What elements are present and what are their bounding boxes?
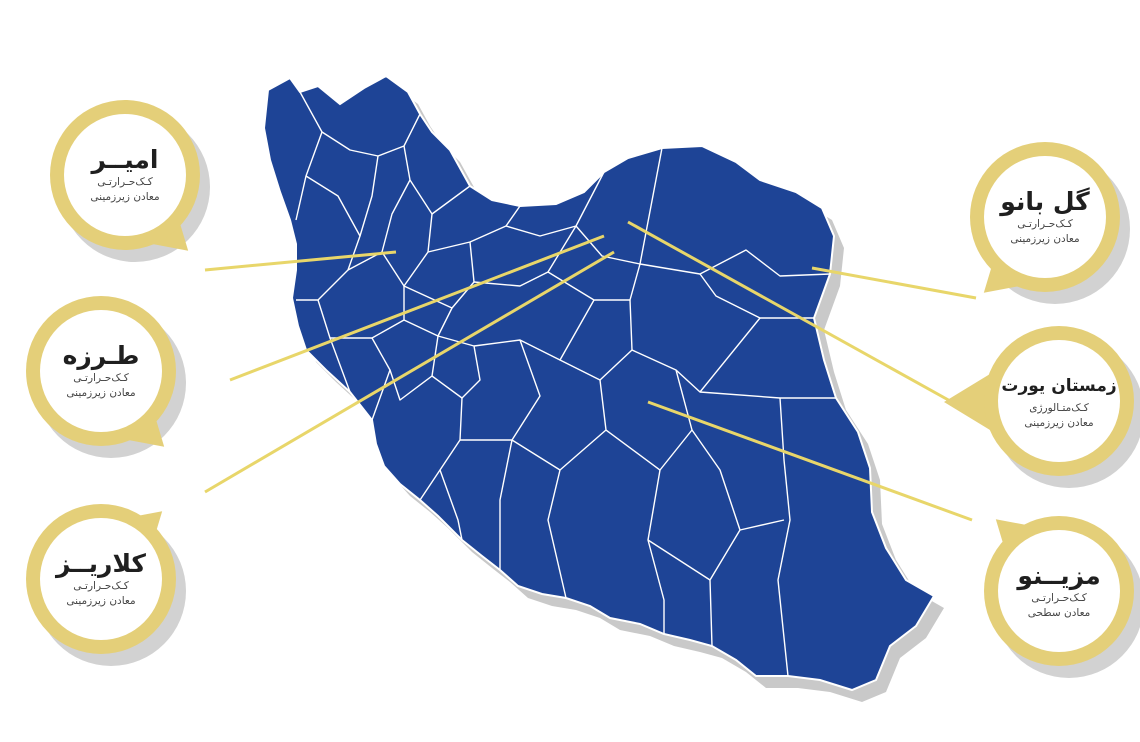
pin-title: امیــر [91,145,159,174]
pin-mine-type: معادن زیرزمینی [66,387,136,399]
leader-mazino [647,400,973,522]
leader-golbano [811,266,977,300]
leader-lines [204,220,977,522]
pin-coke-type: کـک‌حـرارتـی [1017,218,1073,230]
pin-coke-type: کـک‌حـرارتـی [73,580,129,592]
pin-mazino[interactable]: مزیــنو کـک‌حـرارتـی معادن سطحی [977,498,1140,706]
pin-mine-type: معادن زیرزمینی [1024,417,1094,429]
pin-mine-type: معادن زیرزمینی [66,595,136,607]
pin-face: امیــر کـک‌حـرارتـی معادن زیرزمینی [64,114,186,236]
pin-title: گل بانو [1000,187,1090,216]
pin-amir[interactable]: امیــر کـک‌حـرارتـی معادن زیرزمینی [50,100,240,290]
pin-title: مزیــنو [1017,561,1101,590]
leader-tarze [229,234,605,382]
pin-face: زمستان یورت کـک‌متـالورژی معادن زیرزمینی [998,340,1120,462]
pin-coke-type: کـک‌حـرارتـی [1031,592,1087,604]
pin-face: مزیــنو کـک‌حـرارتـی معادن سطحی [998,530,1120,652]
pin-coke-type: کـک‌حـرارتـی [97,176,153,188]
pin-face: طـرزه کـک‌حـرارتـی معادن زیرزمینی [40,310,162,432]
pin-coke-type: کـک‌حـرارتـی [73,372,129,384]
leader-kalariz [204,250,615,494]
pin-kalariz[interactable]: کلاریــز کـک‌حـرارتـی معادن زیرزمینی [26,490,216,694]
pin-mine-type: معادن زیرزمینی [1010,233,1080,245]
pin-golbano[interactable]: گل بانو کـک‌حـرارتـی معادن زیرزمینی [965,142,1140,332]
pin-title: کلاریــز [56,549,146,578]
pin-coke-type: کـک‌متـالورژی [1029,402,1089,414]
pin-title: زمستان یورت [1001,376,1117,396]
pin-mine-type: معادن زیرزمینی [90,191,160,203]
pin-title: طـرزه [62,341,140,370]
pin-tarze[interactable]: طـرزه کـک‌حـرارتـی معادن زیرزمینی [26,296,216,486]
pin-face: گل بانو کـک‌حـرارتـی معادن زیرزمینی [984,156,1106,278]
pin-face: کلاریــز کـک‌حـرارتـی معادن زیرزمینی [40,518,162,640]
pin-mine-type: معادن سطحی [1027,607,1091,619]
pin-zemestanyurt[interactable]: زمستان یورت کـک‌متـالورژی معادن زیرزمینی [944,326,1140,516]
leader-amir [204,250,397,272]
pin-tip [944,374,990,430]
leader-zemestanyurt [627,220,953,404]
